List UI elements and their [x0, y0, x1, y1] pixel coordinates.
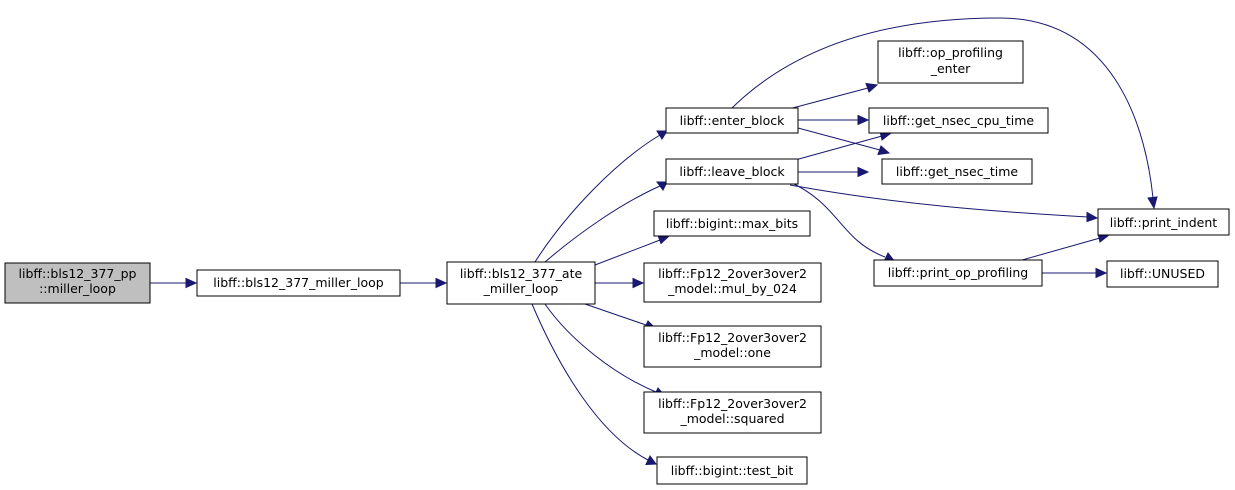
node-enter-block[interactable]: libff::enter_block: [665, 107, 799, 134]
node-bls12-377-pp-miller-loop[interactable]: libff::bls12_377_pp ::miller_loop: [4, 262, 151, 304]
node-print-op-profiling[interactable]: libff::print_op_profiling: [873, 259, 1043, 287]
node-label: libff::op_profiling: [898, 45, 1003, 60]
node-unused[interactable]: libff::UNUSED: [1106, 260, 1219, 288]
edge-leave-block-to-get-nsec-time: [798, 166, 870, 178]
node-label: libff::Fp12_2over3over2: [658, 266, 807, 281]
edge-ate-to-enter-block: [534, 130, 668, 263]
node-label: libff::bls12_377_pp: [19, 266, 137, 281]
node-label: libff::get_nsec_cpu_time: [883, 113, 1034, 128]
edge-ate-to-max-bits: [594, 234, 670, 266]
edge-leave-block-to-get-nsec-cpu-time: [787, 130, 893, 163]
edge-enter-block-to-print-indent: [729, 17, 1158, 210]
node-fp12-one[interactable]: libff::Fp12_2over3over2 _model::one: [643, 325, 822, 368]
node-label: libff::print_op_profiling: [888, 265, 1029, 280]
node-label: _enter: [930, 61, 971, 76]
node-fp12-squared[interactable]: libff::Fp12_2over3over2 _model::squared: [643, 391, 822, 434]
node-print-indent[interactable]: libff::print_indent: [1097, 208, 1230, 236]
node-label: _model::one: [693, 345, 771, 360]
node-label: libff::leave_block: [679, 164, 785, 179]
node-label: libff::get_nsec_time: [896, 164, 1018, 179]
node-leave-block[interactable]: libff::leave_block: [665, 158, 799, 185]
node-bigint-test-bit[interactable]: libff::bigint::test_bit: [656, 456, 808, 485]
node-label: _model::squared: [679, 411, 784, 426]
node-label: libff::Fp12_2over3over2: [658, 396, 807, 411]
edge-enter-block-to-get-nsec-cpu-time: [798, 114, 870, 126]
edge-leave-block-to-print-indent: [789, 184, 1099, 223]
nodes: libff::bls12_377_pp ::miller_loop libff:…: [4, 40, 1230, 485]
node-label: libff::UNUSED: [1120, 266, 1205, 281]
edge-ate-to-leave-block: [544, 181, 668, 263]
edge-print-op-profiling-to-print-indent: [1014, 232, 1111, 263]
edge-ate-to-test-bit: [531, 303, 657, 466]
node-label: _miller_loop: [483, 281, 559, 296]
node-label: libff::print_indent: [1110, 215, 1217, 230]
edge-print-op-profiling-to-unused: [1042, 267, 1108, 279]
edge-ate-to-mul-by-024: [595, 277, 645, 289]
node-get-nsec-cpu-time[interactable]: libff::get_nsec_cpu_time: [868, 107, 1049, 134]
node-label: ::miller_loop: [39, 281, 116, 296]
node-op-profiling-enter[interactable]: libff::op_profiling _enter: [877, 40, 1024, 84]
node-get-nsec-time[interactable]: libff::get_nsec_time: [881, 158, 1033, 185]
edge-enter-block-to-op-profiling-enter: [784, 82, 879, 111]
node-fp12-mul-by-024[interactable]: libff::Fp12_2over3over2 _model::mul_by_0…: [643, 262, 822, 303]
node-label: libff::Fp12_2over3over2: [658, 330, 807, 345]
edge-miller-loop-to-ate-miller-loop: [400, 277, 448, 289]
node-label: libff::bls12_377_miller_loop: [213, 275, 384, 290]
edge-enter-block-to-get-nsec-time: [797, 127, 891, 156]
node-label: libff::enter_block: [680, 113, 785, 128]
node-bigint-max-bits[interactable]: libff::bigint::max_bits: [653, 210, 811, 237]
node-label: libff::bigint::test_bit: [671, 463, 794, 478]
edge-root-to-miller-loop: [150, 277, 198, 289]
node-label: libff::bls12_377_ate: [460, 266, 583, 281]
node-bls12-377-miller-loop[interactable]: libff::bls12_377_miller_loop: [196, 269, 401, 297]
node-label: _model::mul_by_024: [667, 281, 797, 296]
node-bls12-377-ate-miller-loop[interactable]: libff::bls12_377_ate _miller_loop: [446, 261, 596, 305]
node-label: libff::bigint::max_bits: [666, 216, 798, 231]
